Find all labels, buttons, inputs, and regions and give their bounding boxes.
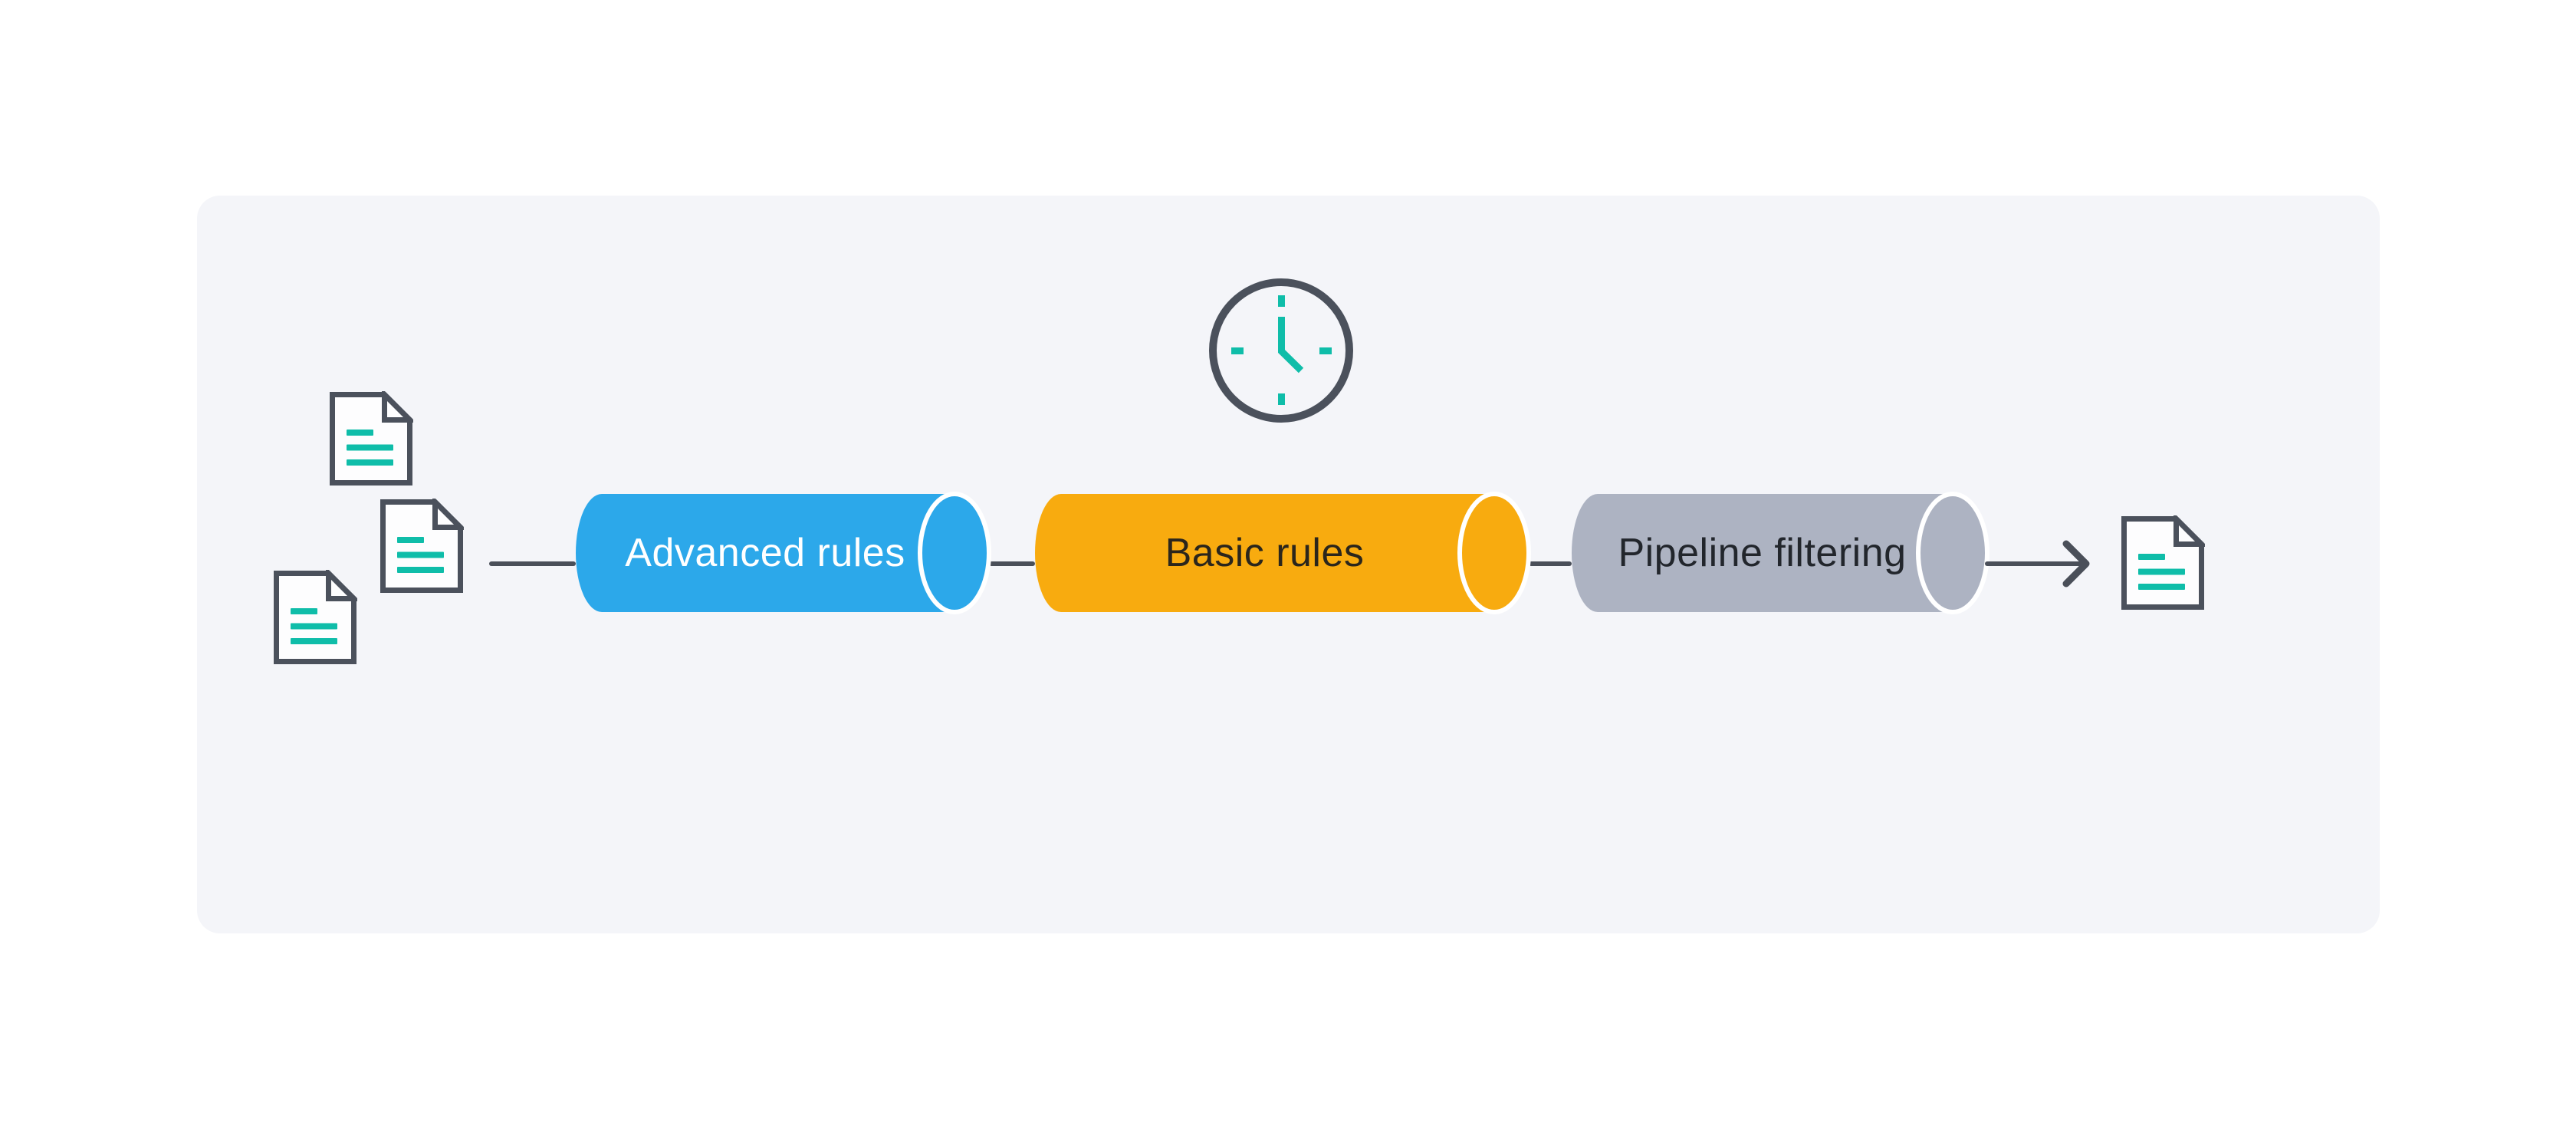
clock-icon <box>1209 278 1353 423</box>
cylinder-cap <box>918 492 991 614</box>
output-document-icon <box>2121 515 2205 611</box>
connector-line <box>989 561 1035 566</box>
cylinder-cap <box>1457 492 1531 614</box>
connector-line <box>489 561 576 566</box>
stage-cylinder-basic-rules <box>1035 492 1531 614</box>
cylinder-cap <box>1916 492 1990 614</box>
cylinder-body <box>576 494 955 612</box>
arrow-right-icon <box>1985 540 2090 588</box>
document-icon <box>329 391 413 486</box>
cylinder-body <box>1035 494 1494 612</box>
clock-hands <box>1278 317 1304 374</box>
stage-cylinder-pipeline-filtering <box>1572 492 1990 614</box>
document-icon <box>380 499 464 594</box>
document-icon <box>273 570 357 665</box>
connector-line <box>1529 561 1572 566</box>
cylinder-body <box>1572 494 1953 612</box>
stage-cylinder-advanced-rules <box>576 492 991 614</box>
